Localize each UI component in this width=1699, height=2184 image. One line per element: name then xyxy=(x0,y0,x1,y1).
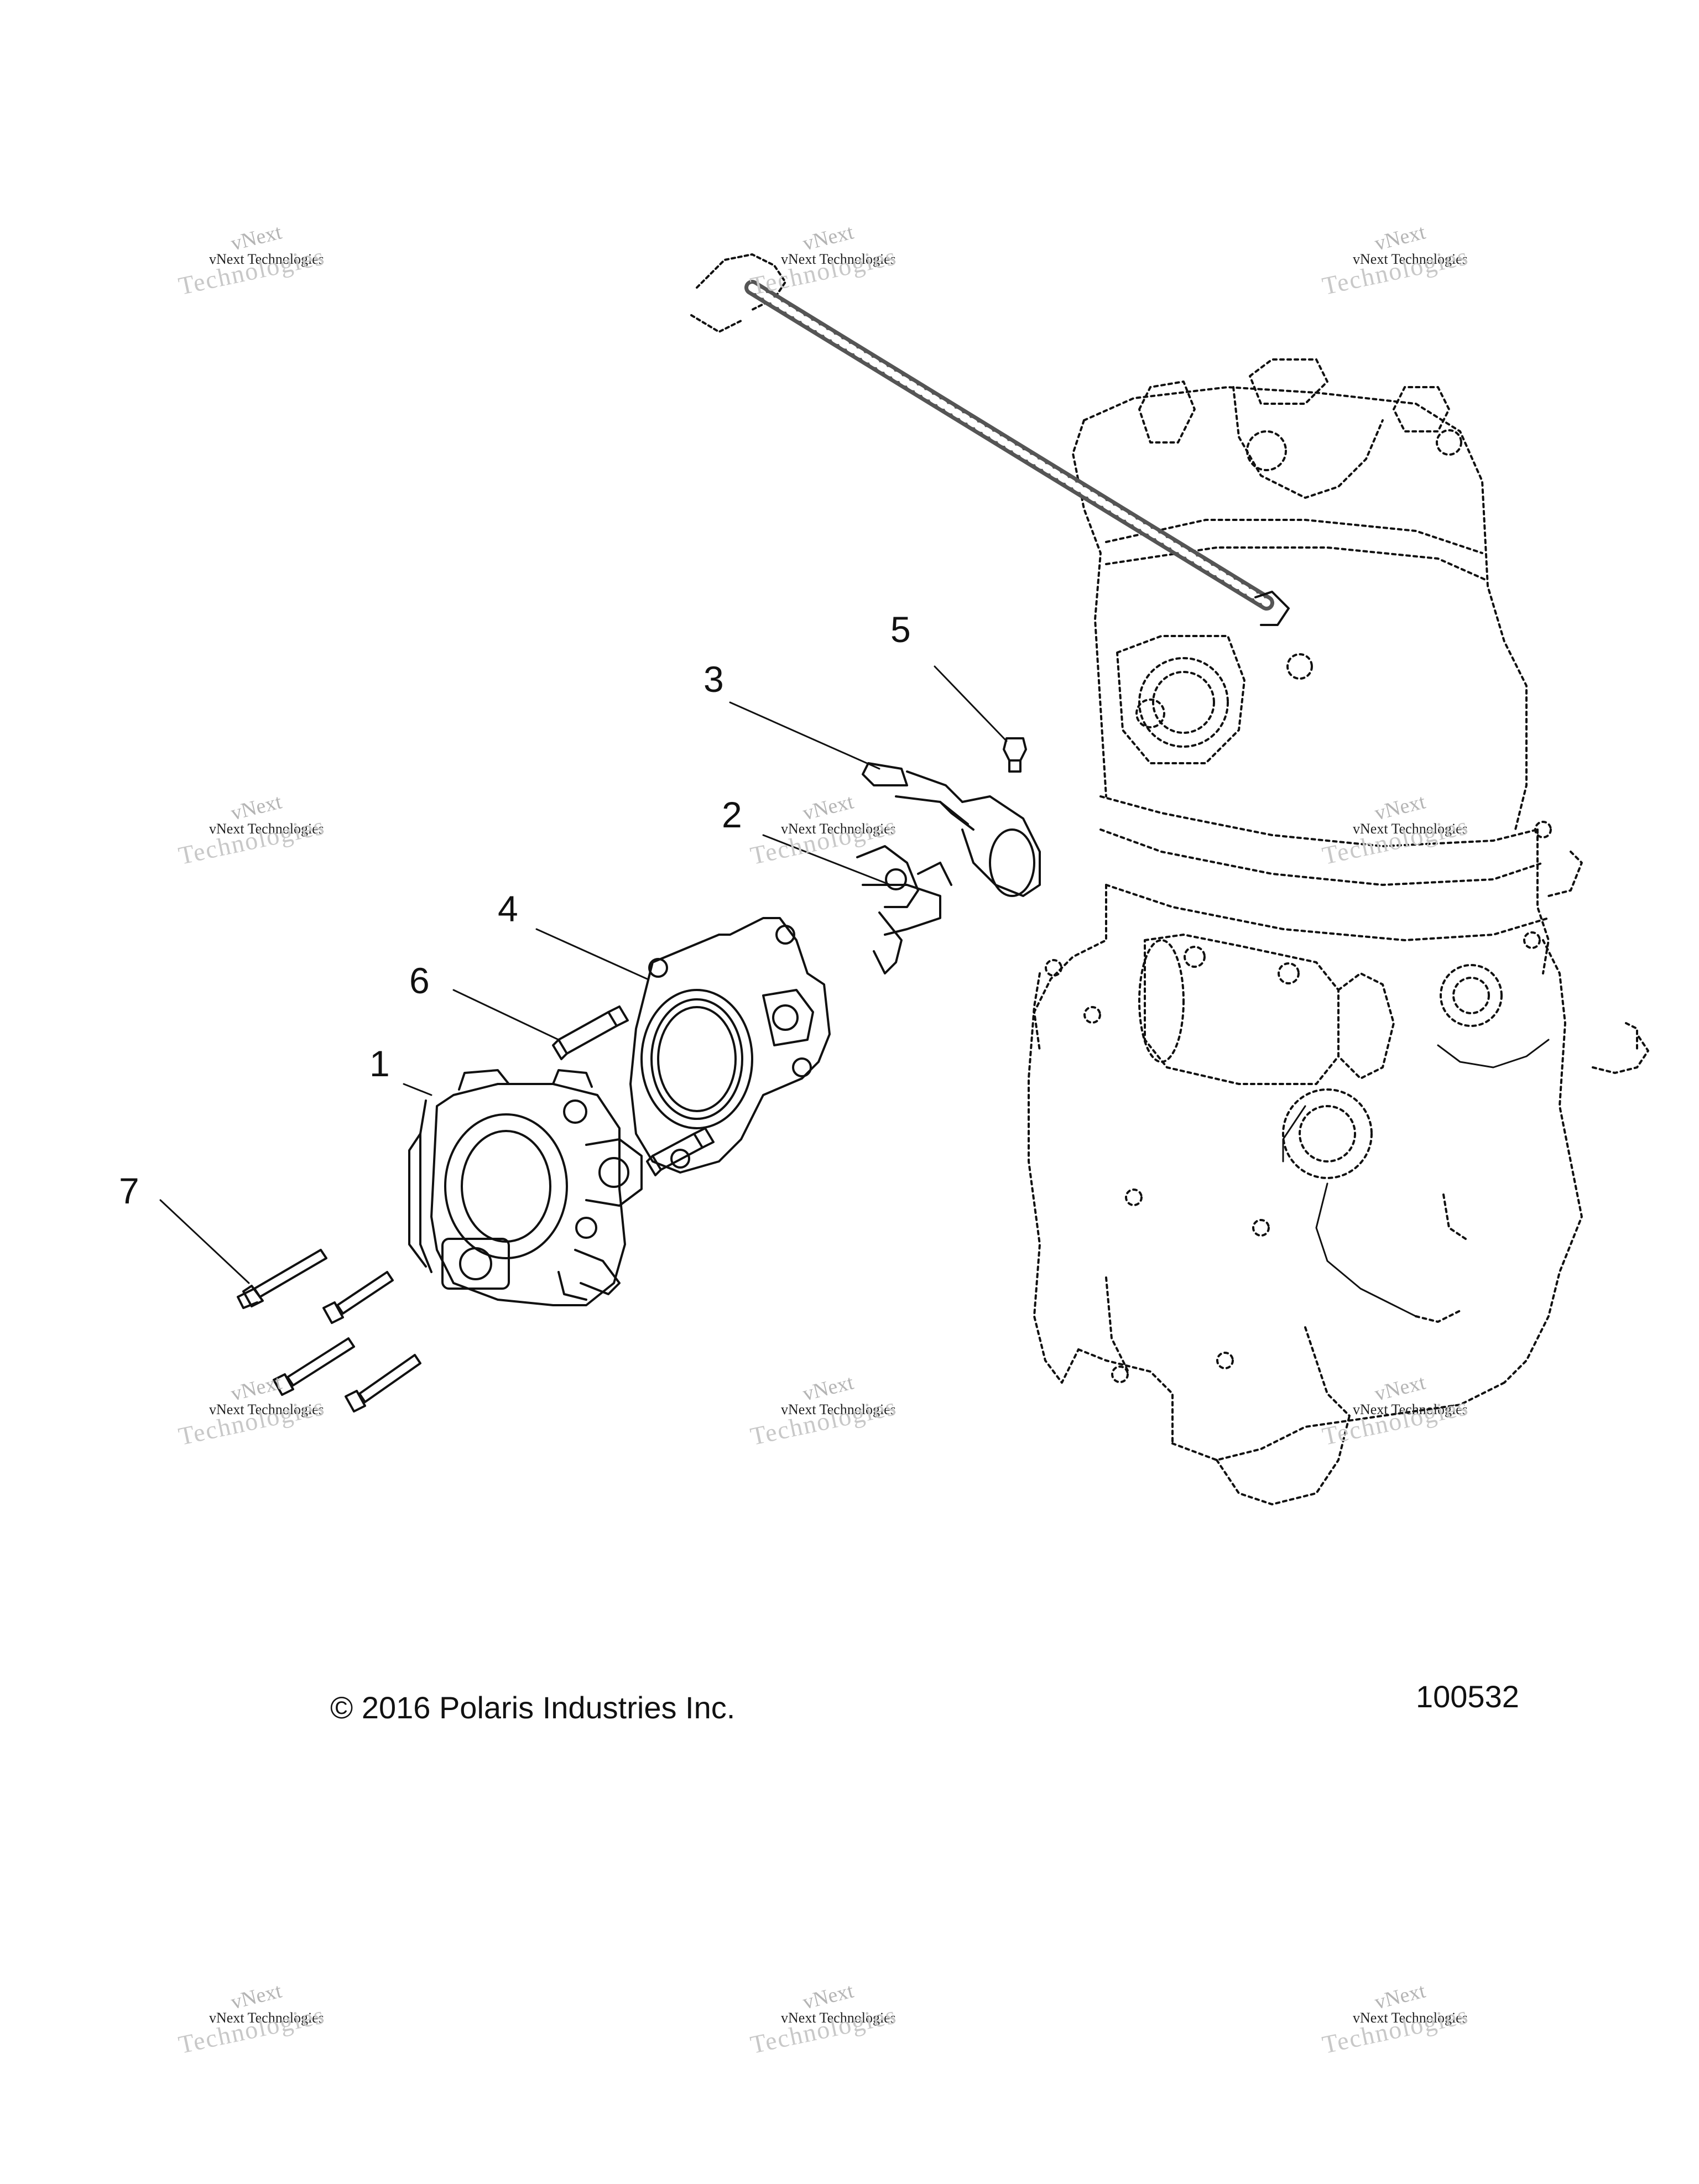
watermark: vNext vNext Technologies Technologies xyxy=(748,1979,958,2059)
watermark-line2: vNext Technologies xyxy=(781,2010,896,2026)
watermark: vNext vNext Technologies Technologies xyxy=(1320,1371,1530,1451)
watermark: vNext vNext Technologies Technologies xyxy=(176,1979,386,2059)
watermark-line2: vNext Technologies xyxy=(1353,1401,1468,1417)
engine-block xyxy=(1028,358,1649,1505)
watermark-line2: vNext Technologies xyxy=(781,1401,896,1417)
watermark-line2: vNext Technologies xyxy=(209,821,324,837)
callout-7: 7 xyxy=(119,1170,139,1211)
watermark-line2: vNext Technologies xyxy=(781,251,896,267)
callout-3: 3 xyxy=(703,659,724,700)
figure-number: 100532 xyxy=(1416,1679,1519,1714)
callout-5: 5 xyxy=(890,609,911,650)
intake-adapter xyxy=(629,917,831,1174)
watermark: vNext vNext Technologies Technologies xyxy=(748,790,958,870)
watermark-line2: vNext Technologies xyxy=(209,2010,324,2026)
watermark: vNext vNext Technologies Technologies xyxy=(176,221,386,300)
fuel-injector xyxy=(856,845,952,974)
watermark: vNext vNext Technologies Technologies xyxy=(1320,221,1530,300)
callout-2: 2 xyxy=(722,794,742,835)
watermark-line2: vNext Technologies xyxy=(1353,251,1468,267)
long-bolts xyxy=(237,1249,421,1412)
callout-6: 6 xyxy=(409,960,430,1001)
spark-plug-wire xyxy=(690,253,1290,626)
throttle-body xyxy=(408,1069,643,1306)
watermark-line2: vNext Technologies xyxy=(209,251,324,267)
watermark: vNext vNext Technologies Technologies xyxy=(176,1371,386,1451)
watermark-line2: vNext Technologies xyxy=(1353,821,1468,837)
watermark-line2: vNext Technologies xyxy=(781,821,896,837)
watermark-line2: vNext Technologies xyxy=(1353,2010,1468,2026)
callout-4: 4 xyxy=(498,888,518,929)
sensor xyxy=(862,762,1041,897)
watermark: vNext vNext Technologies Technologies xyxy=(176,790,386,870)
watermark: vNext vNext Technologies Technologies xyxy=(748,1371,958,1451)
watermark-line2: vNext Technologies xyxy=(209,1401,324,1417)
small-screw xyxy=(1003,737,1027,773)
copyright-text: © 2016 Polaris Industries Inc. xyxy=(330,1690,736,1725)
flange-screws xyxy=(552,1005,715,1176)
watermark: vNext vNext Technologies Technologies xyxy=(1320,1979,1530,2059)
watermark: vNext vNext Technologies Technologies xyxy=(748,221,958,300)
watermark: vNext vNext Technologies Technologies xyxy=(1320,790,1530,870)
leader-lines xyxy=(159,665,1008,1284)
callout-1: 1 xyxy=(369,1043,390,1084)
